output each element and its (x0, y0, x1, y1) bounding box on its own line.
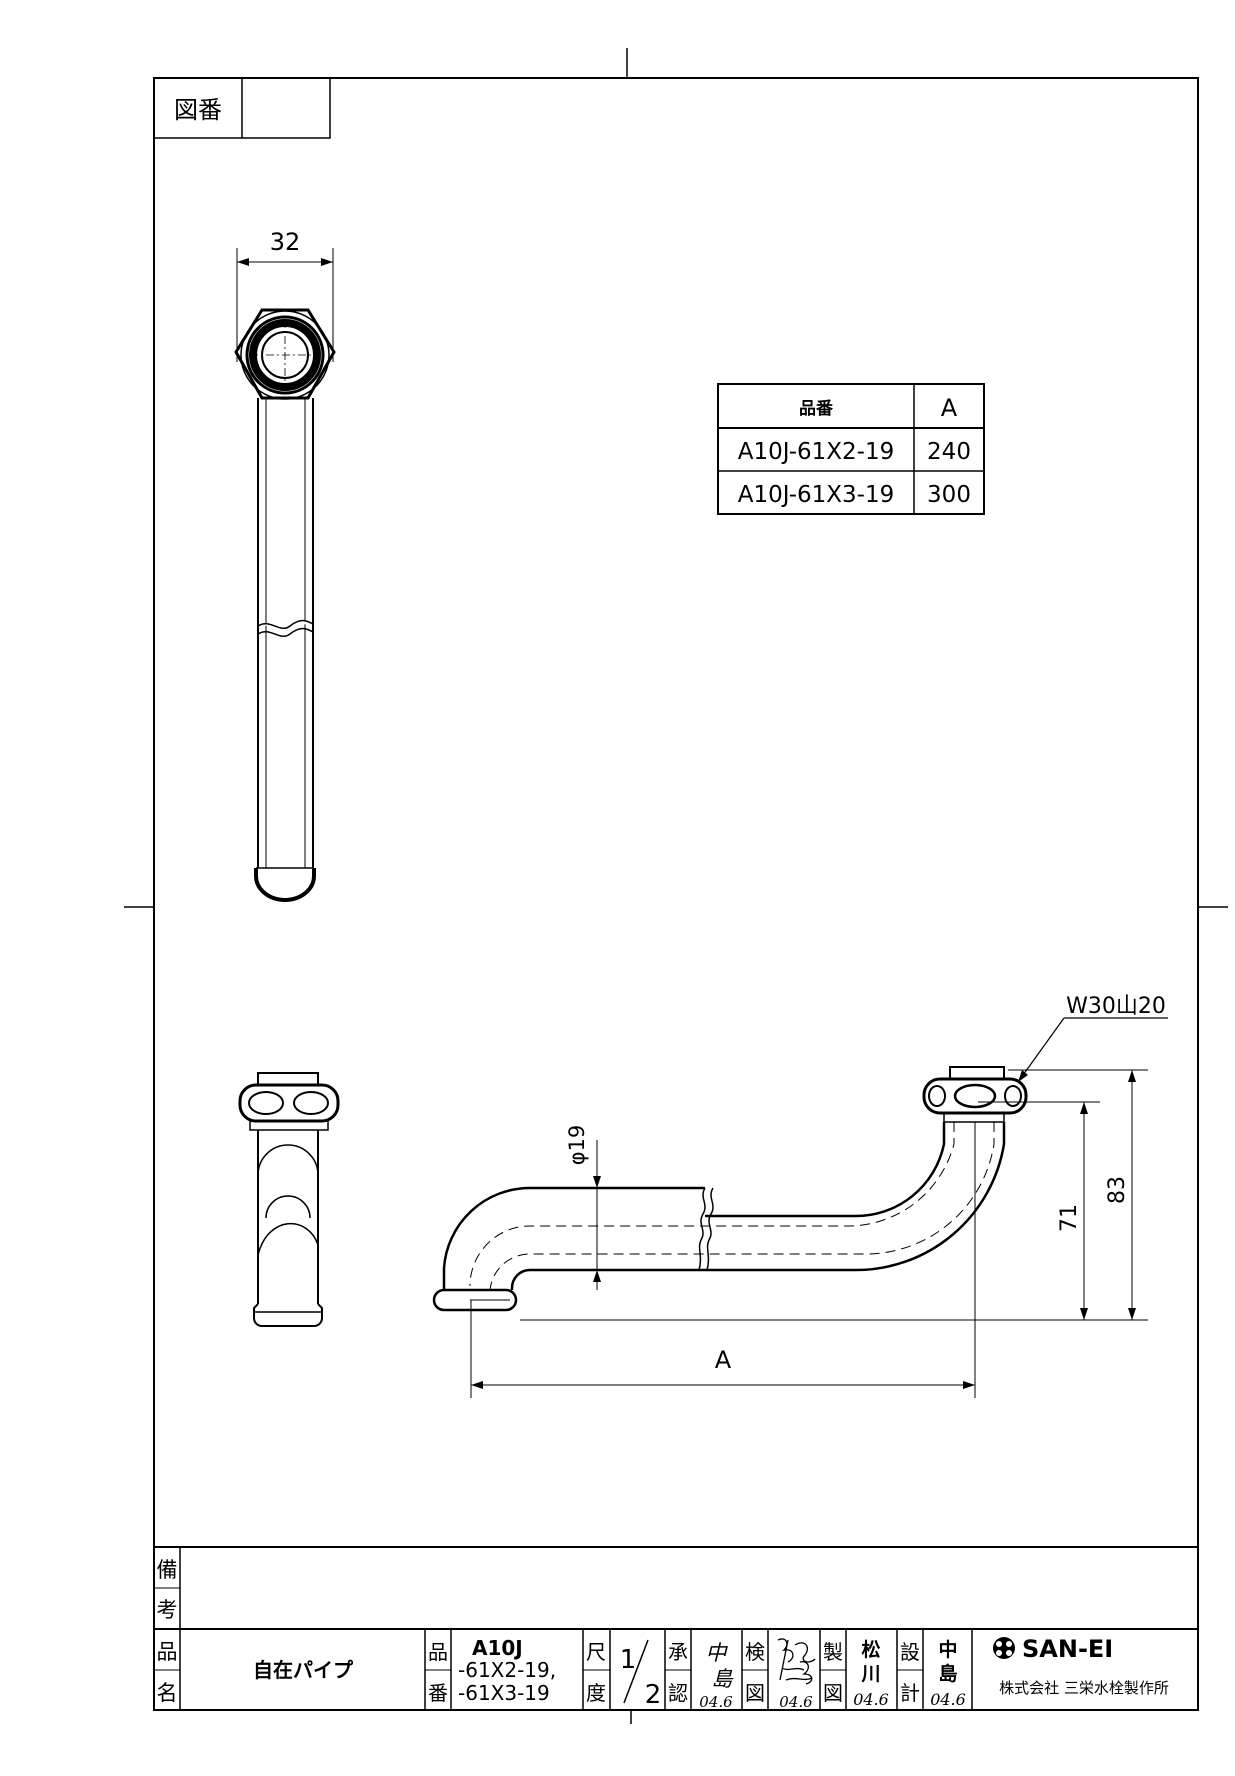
table-header-a: A (941, 394, 958, 422)
part-no-label-1: 品 (428, 1640, 448, 1664)
approved-signature-2: 島 (712, 1667, 734, 1691)
drawn-name-2: 川 (860, 1663, 880, 1685)
scale-label-2: 度 (586, 1681, 606, 1705)
checked-signature (777, 1638, 816, 1685)
part-no-line-1: A10J (472, 1636, 523, 1660)
length-dimension: A (715, 1346, 732, 1374)
pipe-diameter-dimension: φ19 (565, 1125, 589, 1166)
product-name: 自在パイプ (253, 1658, 354, 1682)
approved-label-1: 承 (668, 1640, 688, 1664)
design-label-1: 設 (900, 1640, 920, 1664)
top-view: 32 (234, 228, 336, 902)
scale-label-1: 尺 (586, 1640, 606, 1664)
name-label-1: 品 (157, 1640, 178, 1664)
drawn-label-2: 図 (823, 1681, 843, 1705)
design-name-2: 島 (938, 1662, 957, 1685)
design-name-1: 中 (938, 1638, 957, 1661)
height-total-dimension: 83 (1105, 1176, 1130, 1204)
remarks-label-1: 備 (157, 1558, 178, 1582)
part-no-line-2: -61X2-19, (458, 1658, 556, 1682)
drawing-number-label: 図番 (174, 96, 222, 124)
scale-numerator: 1 (620, 1645, 637, 1675)
front-view: φ19 W30山20 83 71 A (432, 994, 1168, 1398)
part-no-line-3: -61X3-19 (458, 1681, 550, 1705)
thread-spec-callout: W30山20 (1066, 994, 1166, 1019)
approved-label-2: 認 (668, 1681, 688, 1705)
drawn-label-1: 製 (823, 1640, 843, 1664)
design-label-2: 計 (900, 1681, 920, 1705)
brand-name: SAN-EI (1022, 1635, 1113, 1663)
remarks-label-2: 考 (157, 1598, 178, 1622)
title-block: 備 考 品 名 自在パイプ 品 番 A10J -61X2-19, -61X3-1… (154, 1546, 1198, 1711)
table-cell-a-1: 240 (927, 439, 971, 465)
drawn-name-1: 松 (861, 1638, 880, 1661)
variant-table: 品番 A A10J-61X2-19 240 A10J-61X3-19 300 (717, 383, 985, 515)
table-header-part-no: 品番 (799, 399, 834, 419)
end-view (238, 1072, 340, 1327)
part-no-label-2: 番 (428, 1681, 448, 1705)
company-name: 株式会社 三栄水栓製作所 (999, 1679, 1169, 1697)
checked-date: 04.6 (779, 1693, 813, 1711)
table-cell-part-no-1: A10J-61X2-19 (738, 439, 895, 465)
brand-logo-icon (993, 1637, 1015, 1659)
name-label-2: 名 (157, 1681, 178, 1705)
drawing-number-box: 図番 (153, 77, 331, 139)
height-pipe-dimension: 71 (1057, 1204, 1082, 1232)
checked-label-1: 検 (745, 1640, 765, 1664)
drawn-date: 04.6 (853, 1690, 889, 1709)
table-cell-a-2: 300 (927, 482, 971, 508)
scale-denominator: 2 (645, 1680, 662, 1710)
approved-signature-1: 中 (706, 1641, 729, 1665)
approved-date: 04.6 (699, 1693, 733, 1711)
table-cell-part-no-2: A10J-61X3-19 (738, 482, 895, 508)
design-date: 04.6 (930, 1690, 966, 1709)
checked-label-2: 図 (745, 1681, 765, 1705)
nut-width-dimension: 32 (270, 228, 301, 256)
drawing-frame (153, 77, 1199, 1711)
